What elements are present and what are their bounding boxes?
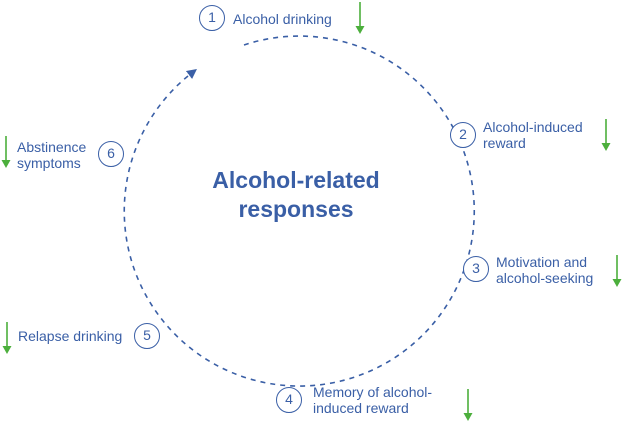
step-1-badge: 1	[199, 5, 225, 31]
step-4-badge: 4	[276, 387, 302, 413]
step-4-label-line-2: induced reward	[313, 400, 409, 416]
step-6-label-line-2: symptoms	[17, 155, 81, 171]
down-arrow-icon	[601, 119, 611, 151]
down-arrow-icon	[355, 2, 365, 34]
step-6-label: Abstinence symptoms	[17, 139, 86, 171]
step-4-label-line-1: Memory of alcohol-	[313, 384, 433, 400]
step-1-label: Alcohol drinking	[233, 11, 332, 27]
step-2-label-line-1: Alcohol-induced	[483, 119, 583, 135]
step-5-label: Relapse drinking	[18, 328, 122, 344]
cycle-dashed-path	[123, 35, 476, 387]
step-4-label: Memory of alcohol- induced reward	[313, 384, 432, 416]
step-1-label-line-1: Alcohol drinking	[233, 11, 332, 27]
down-arrow-icon	[1, 136, 11, 168]
step-5-label-line-1: Relapse drinking	[18, 328, 123, 344]
step-6-badge: 6	[98, 141, 124, 167]
step-2-label: Alcohol-induced reward	[483, 119, 583, 151]
center-title: Alcohol-related responses	[186, 166, 406, 224]
center-title-line-1: Alcohol-related	[212, 167, 380, 193]
step-3-badge: 3	[463, 256, 489, 282]
down-arrow-icon	[2, 322, 12, 354]
step-2-badge: 2	[450, 122, 476, 148]
down-arrow-icon	[612, 255, 622, 287]
step-3-label-line-1: Motivation and	[496, 254, 588, 270]
down-arrow-icon	[463, 389, 473, 421]
step-3-label: Motivation and alcohol-seeking	[496, 254, 593, 286]
step-5-badge: 5	[134, 323, 160, 349]
step-3-label-line-2: alcohol-seeking	[496, 270, 594, 286]
center-title-line-2: responses	[238, 196, 354, 222]
step-2-label-line-2: reward	[483, 135, 526, 151]
step-6-label-line-1: Abstinence	[17, 139, 87, 155]
